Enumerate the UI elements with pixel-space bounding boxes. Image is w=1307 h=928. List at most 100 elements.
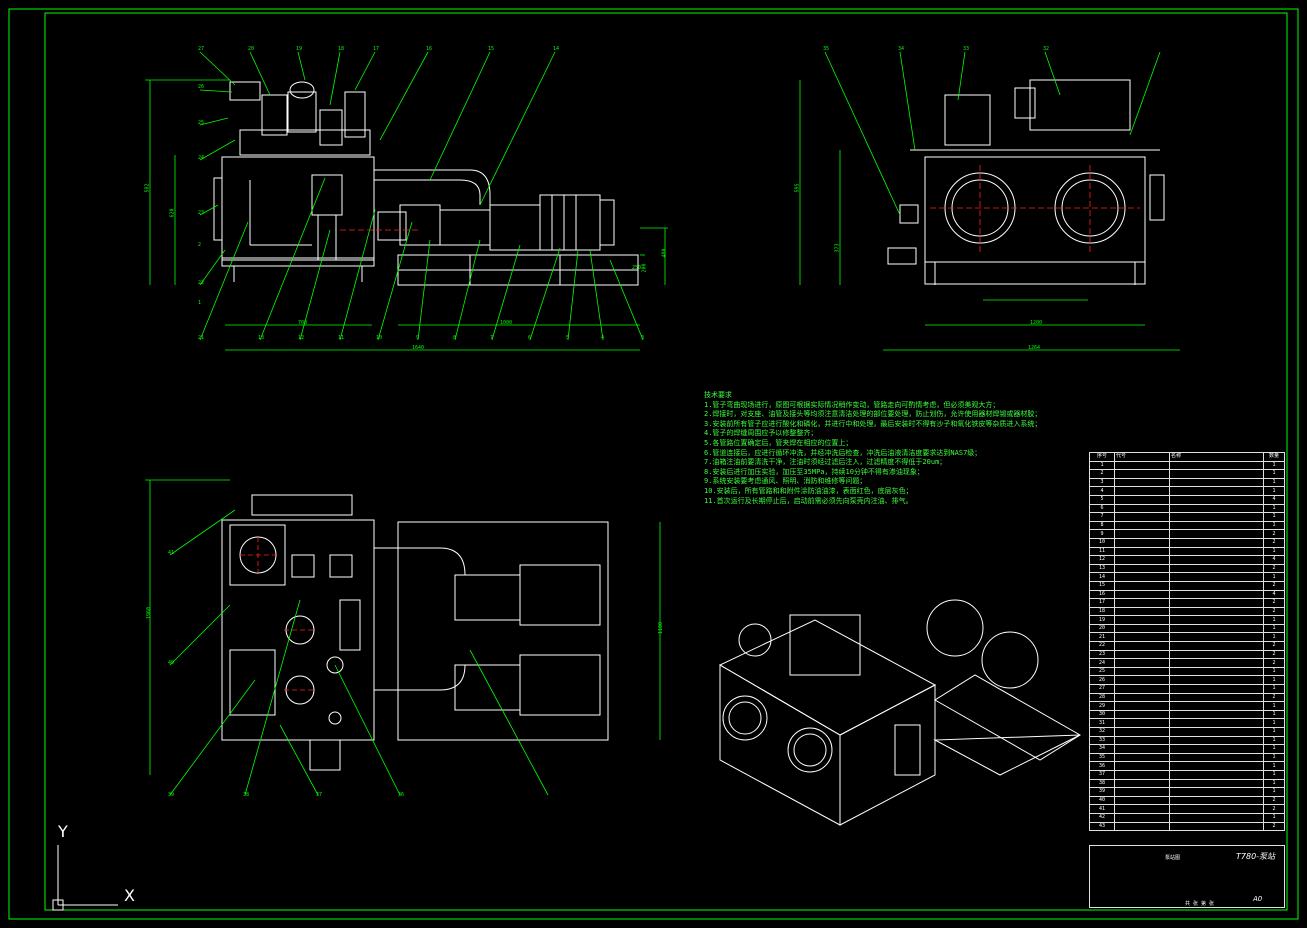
- top-centerlines: [240, 537, 316, 691]
- bom-cell: [1169, 709, 1264, 720]
- bom-cell: 2: [1263, 658, 1285, 668]
- bom-header-cell: 序号: [1089, 452, 1115, 462]
- bom-cell: 10: [1089, 537, 1115, 548]
- bom-cell: 2: [1263, 598, 1285, 608]
- bom-cell: [1114, 615, 1170, 625]
- bom-cell: 7: [1089, 512, 1115, 522]
- bom-cell: 1: [1263, 632, 1285, 643]
- bom-cell: [1169, 572, 1264, 582]
- outer-frame: [8, 8, 1299, 920]
- bom-cell: [1169, 477, 1264, 488]
- bom-cell: [1169, 684, 1264, 694]
- bom-cell: [1169, 821, 1264, 832]
- bom-cell: 1: [1263, 769, 1285, 780]
- bom-cell: 1: [1263, 623, 1285, 634]
- bom-cell: [1114, 589, 1170, 600]
- bom-cell: [1169, 804, 1264, 814]
- tech-item: 5.各管路位置确定后，管夹焊在相应的位置上；: [704, 438, 853, 447]
- dimension-label: 700: [298, 320, 308, 326]
- bom-cell: [1169, 658, 1264, 668]
- bom-cell: [1114, 752, 1170, 763]
- leader-number: 15: [488, 46, 495, 52]
- bom-cell: [1114, 804, 1170, 814]
- bom-cell: [1169, 692, 1264, 703]
- bom-cell: 43: [1089, 821, 1115, 832]
- bom-cell: 11: [1089, 546, 1115, 557]
- bom-cell: 41: [1089, 804, 1115, 814]
- bom-cell: 1: [1263, 520, 1285, 531]
- leader-number: 12: [298, 335, 305, 341]
- dimension-label: 373: [834, 243, 841, 253]
- tech-heading: 技术要求: [704, 391, 732, 399]
- tech-item: 4.管子的焊缝周围应予以修整整齐；: [704, 429, 818, 438]
- bom-cell: [1114, 658, 1170, 668]
- bom-cell: [1169, 666, 1264, 677]
- leader-number: 8: [453, 335, 457, 341]
- bom-cell: 1: [1089, 460, 1115, 471]
- bom-cell: 25: [1089, 666, 1115, 677]
- leader-number: 27: [198, 46, 205, 52]
- bom-cell: 2: [1263, 641, 1285, 651]
- bom-cell: [1114, 546, 1170, 557]
- bom-cell: [1114, 641, 1170, 651]
- sheet-footer: 共 张 第 张: [1185, 901, 1215, 907]
- tech-item: 8.安装后进行加压实验，加压至35MPa，持续10分钟不得有渗油现象；: [704, 467, 924, 476]
- bom-cell: [1169, 598, 1264, 608]
- bom-cell: [1114, 606, 1170, 617]
- bom-cell: 18: [1089, 606, 1115, 617]
- tech-item: 11.首次运行及长期停止后，启动前需必须先向泵壳内注油、排气。: [704, 496, 913, 505]
- bom-cell: [1114, 469, 1170, 479]
- bom-cell: 2: [1089, 469, 1115, 479]
- bom-cell: 1: [1263, 503, 1285, 514]
- bom-cell: 8: [1089, 520, 1115, 531]
- bom-cell: [1169, 494, 1264, 505]
- bom-cell: [1169, 623, 1264, 634]
- bom-cell: 6: [1089, 503, 1115, 514]
- bom-cell: 16: [1089, 589, 1115, 600]
- bom-cell: [1169, 649, 1264, 660]
- bom-cell: [1169, 769, 1264, 780]
- bom-cell: [1169, 537, 1264, 548]
- bom-cell: 42: [1089, 812, 1115, 823]
- bom-cell: [1169, 546, 1264, 557]
- bom-cell: 24: [1089, 658, 1115, 668]
- bom-cell: [1114, 744, 1170, 754]
- bom-cell: 34: [1089, 744, 1115, 754]
- bom-cell: 9: [1089, 529, 1115, 539]
- leader-number: 19: [296, 46, 303, 52]
- leader-number: 3: [641, 335, 645, 341]
- leader-number: 40: [168, 660, 175, 666]
- dimension-label: 1000: [500, 320, 513, 326]
- bom-cell: [1114, 537, 1170, 548]
- bom-cell: 2: [1263, 795, 1285, 806]
- leader-number: 26: [198, 84, 205, 90]
- bom-cell: [1114, 512, 1170, 522]
- bom-cell: [1114, 787, 1170, 797]
- title-block: [1089, 845, 1285, 908]
- bom-cell: 1: [1263, 761, 1285, 771]
- bom-cell: [1114, 718, 1170, 728]
- bom-cell: [1114, 684, 1170, 694]
- tech-item: 3.安装前所有管子应进行酸化和磷化，并进行中和处理，最后安装时不得有沙子和氧化铁…: [704, 419, 1042, 428]
- dimension-label: 582: [144, 183, 151, 193]
- bom-cell: 1: [1263, 512, 1285, 522]
- dimension-label: 200: [641, 263, 648, 273]
- bom-cell: [1114, 632, 1170, 643]
- bom-cell: 19: [1089, 615, 1115, 625]
